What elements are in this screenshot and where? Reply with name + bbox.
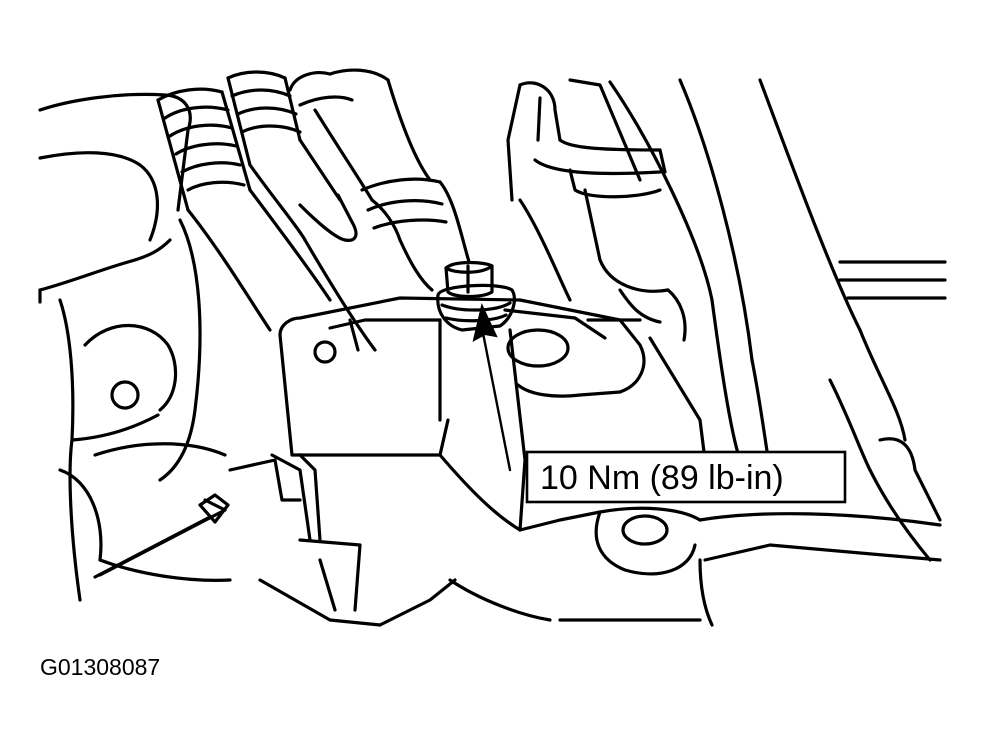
bolt-icon	[436, 260, 516, 332]
mounting-bracket	[278, 296, 646, 542]
right-components	[506, 78, 947, 562]
callout-box	[525, 450, 847, 504]
figure-id: G01308087	[40, 654, 160, 680]
lower-housing	[378, 506, 714, 627]
engine-casting	[38, 92, 382, 627]
torque-spec-label: 10 Nm (89 lb-in)	[540, 459, 784, 497]
coolant-hoses	[156, 68, 472, 352]
arrow-up-icon	[472, 302, 512, 472]
torque-callout: 10 Nm (89 lb-in)	[525, 450, 847, 504]
